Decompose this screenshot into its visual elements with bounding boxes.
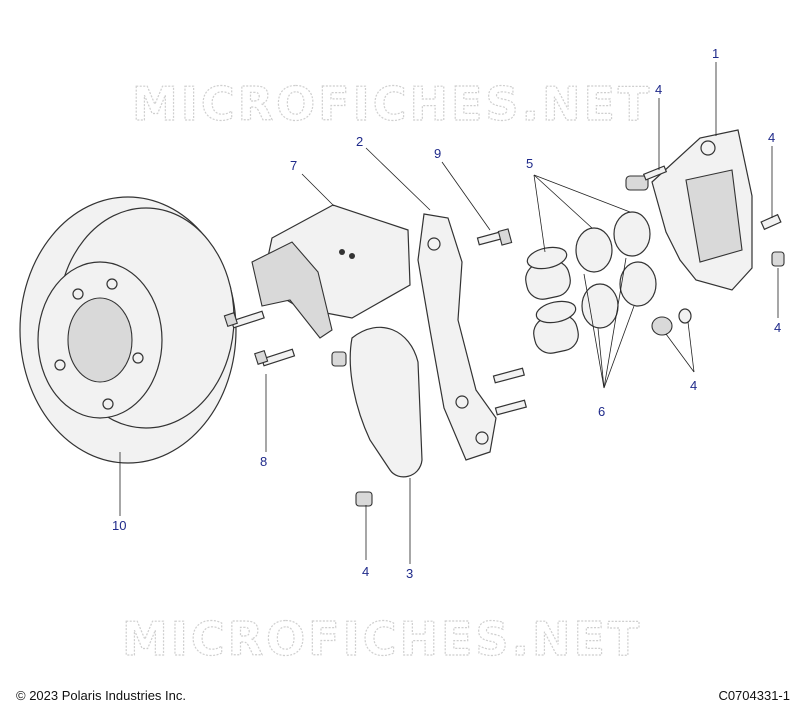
leader-lines bbox=[119, 62, 779, 564]
callout-7: 7 bbox=[290, 158, 297, 173]
brake-rotor bbox=[19, 196, 237, 464]
watermark-top: MICROFICHES.NET bbox=[132, 77, 652, 131]
callout-4-right-bottom: 4 bbox=[774, 320, 781, 335]
callout-6: 6 bbox=[598, 404, 605, 419]
caliper-pistons bbox=[525, 246, 579, 354]
pad-shield bbox=[251, 204, 411, 339]
callout-8: 8 bbox=[260, 454, 267, 469]
callout-10: 10 bbox=[112, 518, 126, 533]
mounting-bolt bbox=[223, 310, 296, 367]
bracket-bolt bbox=[476, 228, 528, 416]
callout-4-middle: 4 bbox=[690, 378, 697, 393]
copyright-text: © 2023 Polaris Industries Inc. bbox=[16, 688, 186, 703]
callout-1: 1 bbox=[712, 46, 719, 61]
piston-seals bbox=[575, 211, 657, 329]
callout-4-bottom: 4 bbox=[362, 564, 369, 579]
callout-4-top: 4 bbox=[655, 82, 662, 97]
watermark-bottom: MICROFICHES.NET bbox=[122, 612, 642, 666]
drawing-id: C0704331-1 bbox=[718, 688, 790, 703]
brake-pad bbox=[349, 326, 423, 478]
callout-5: 5 bbox=[526, 156, 533, 171]
callout-2: 2 bbox=[356, 134, 363, 149]
hardware bbox=[331, 165, 785, 507]
caliper-bracket bbox=[417, 213, 497, 461]
callout-4-right-top: 4 bbox=[768, 130, 775, 145]
callout-9: 9 bbox=[434, 146, 441, 161]
brake-caliper bbox=[651, 129, 753, 291]
callout-3: 3 bbox=[406, 566, 413, 581]
